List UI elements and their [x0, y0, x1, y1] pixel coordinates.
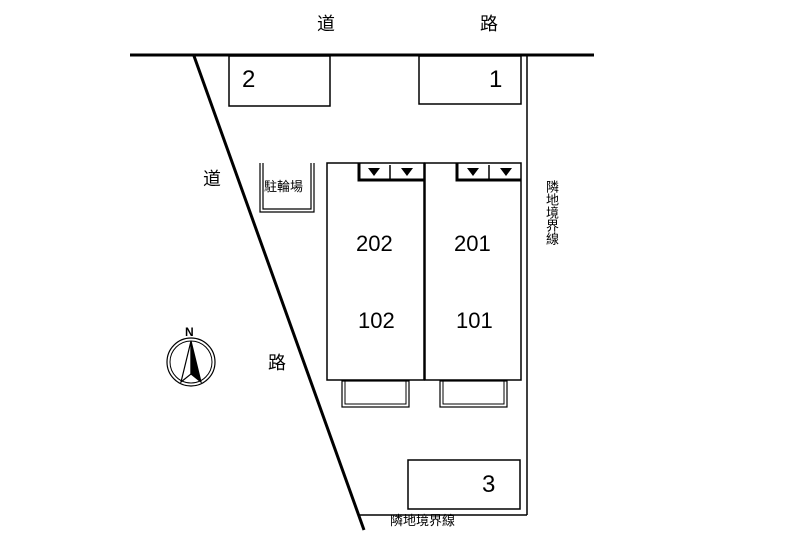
parking-number-1: 1 — [489, 66, 503, 93]
bottom-boundary-label: 隣地境界線 — [390, 514, 456, 529]
compass-north-label: N — [185, 325, 194, 339]
bicycle-parking-label: 駐輪場 — [264, 180, 304, 195]
unit-number: 101 — [456, 308, 493, 333]
left-road-label-2: 路 — [268, 353, 286, 374]
balcony-right-inner — [442, 380, 505, 405]
parking-number-3: 3 — [482, 471, 496, 498]
entrance-arrow — [401, 168, 413, 176]
left-road-label-1: 道 — [203, 169, 221, 190]
top-road-label-1: 道 — [317, 14, 335, 35]
unit-right-outline — [424, 162, 522, 381]
entrance-strip-left — [357, 163, 424, 182]
parking-space-1 — [418, 55, 522, 105]
unit-number: 201 — [454, 231, 491, 256]
bicycle-parking-inner — [262, 163, 312, 210]
parking-space-2 — [228, 55, 331, 107]
top-road-label-2: 路 — [480, 14, 498, 35]
unit-number: 202 — [356, 231, 393, 256]
balcony-left-inner — [344, 380, 407, 405]
entrance-arrow — [368, 168, 380, 176]
unit-number: 102 — [358, 308, 395, 333]
entrance-arrow — [500, 168, 512, 176]
balcony-left — [341, 380, 410, 408]
parking-number-2: 2 — [242, 66, 256, 93]
parking-space-3 — [407, 459, 521, 510]
entrance-strip-right — [455, 163, 521, 182]
entrance-arrow — [467, 168, 479, 176]
right-boundary-label: 隣地境界線 — [543, 180, 558, 245]
bicycle-parking-outline — [259, 163, 315, 213]
compass-icon — [166, 337, 216, 387]
balcony-right — [439, 380, 508, 408]
left-road-line — [192, 55, 366, 531]
unit-left-outline — [326, 162, 425, 381]
